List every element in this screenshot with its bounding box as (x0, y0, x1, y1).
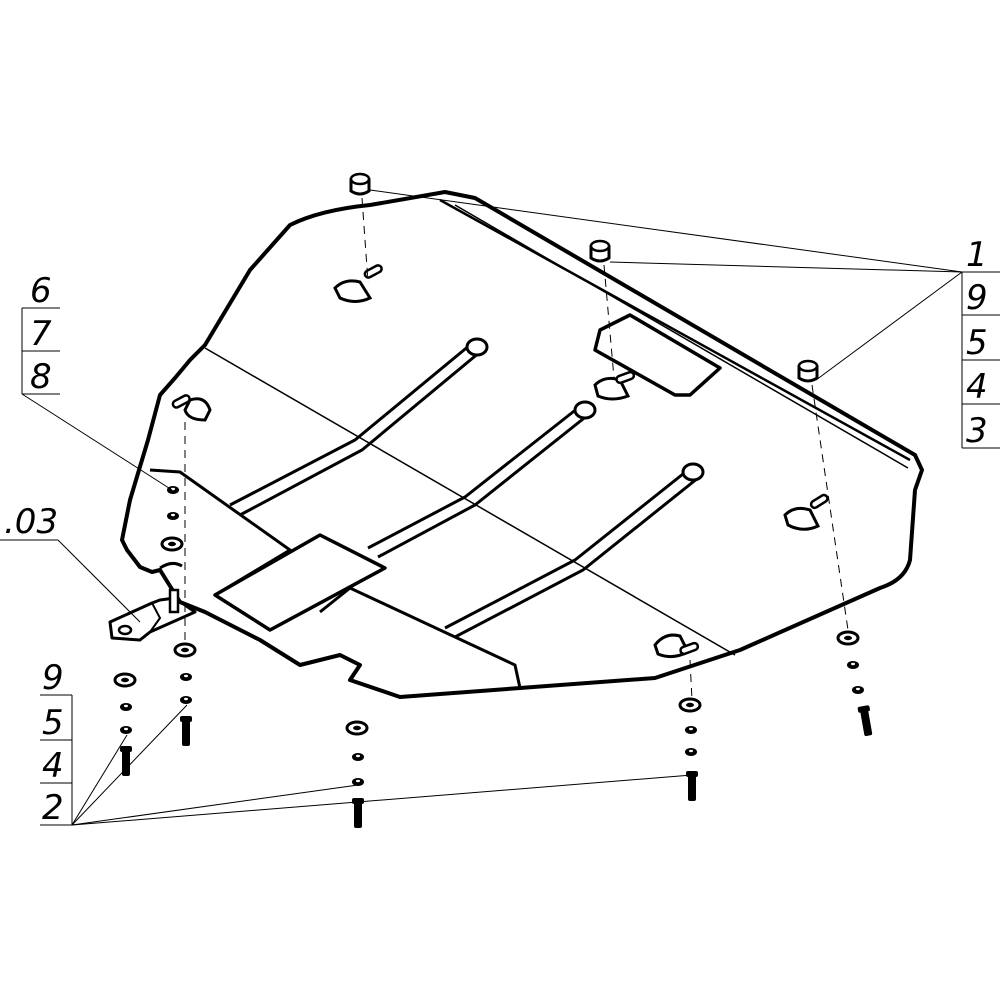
captive-nuts (349, 172, 819, 383)
callout-1: 1 (966, 235, 988, 275)
leader-lines (0, 189, 1000, 826)
callout-7: 7 (30, 314, 52, 354)
callout-4-right: 4 (966, 367, 988, 407)
callout-9-bottom: 9 (42, 658, 64, 698)
axis-lines (184, 197, 849, 701)
skid-plate (120, 190, 924, 699)
callout-5-right: 5 (966, 323, 988, 363)
callout-3: 3 (966, 411, 988, 451)
callout-8: 8 (30, 357, 52, 397)
mounting-bracket (108, 588, 197, 642)
callout-5-bottom: 5 (42, 703, 64, 743)
callout-bracket-ref: .03 (4, 502, 58, 542)
callout-6: 6 (30, 271, 52, 311)
callout-2: 2 (42, 788, 64, 828)
fastener-stacks (113, 630, 875, 828)
callout-9-right: 9 (966, 278, 988, 318)
callout-4-bottom: 4 (42, 746, 64, 786)
callout-labels: 1 9 5 4 3 6 7 8 .03 9 5 4 2 (4, 235, 988, 828)
